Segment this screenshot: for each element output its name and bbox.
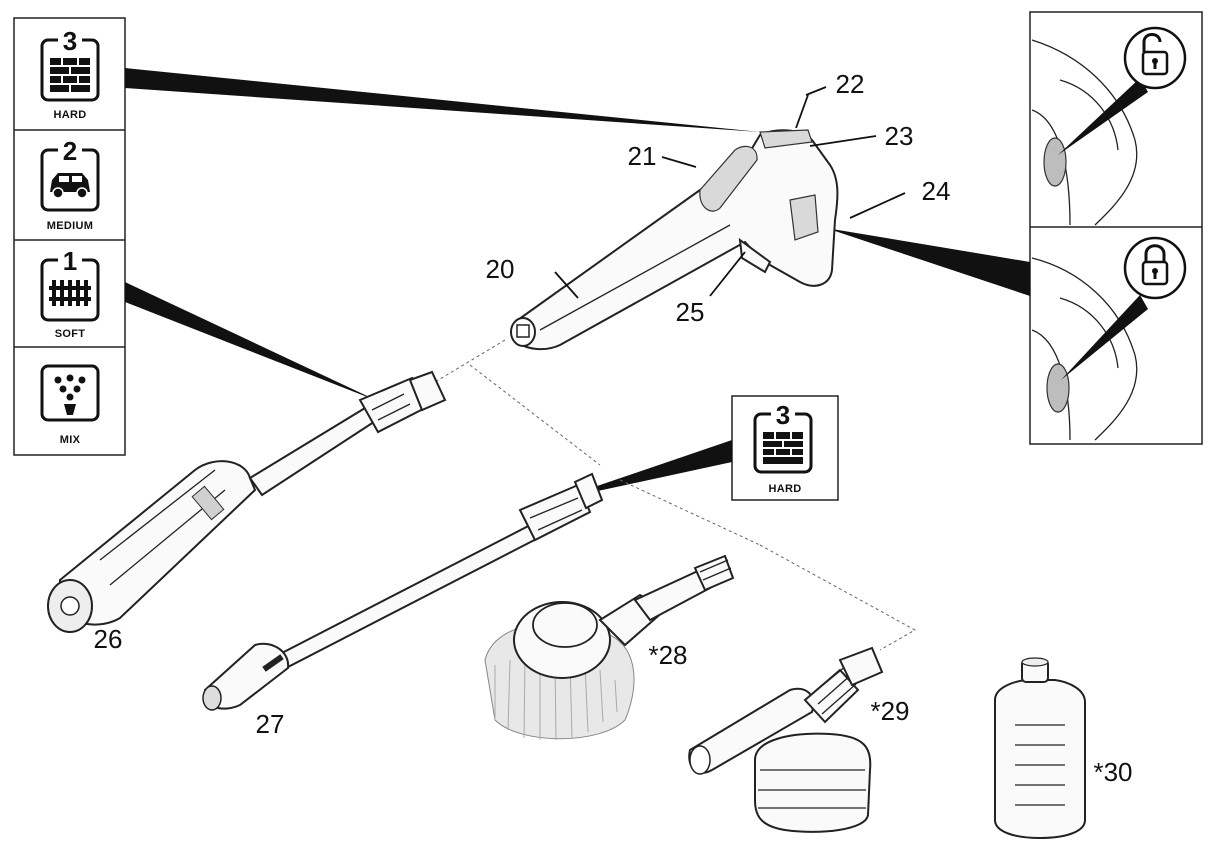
- mode-soft: 1 SOFT: [40, 246, 100, 340]
- vario-power-lance: [47, 370, 447, 633]
- mode-medium: 2 MEDIUM: [40, 136, 100, 232]
- hard-callout-pointer: [556, 440, 732, 500]
- padlock-unlocked-icon: [1141, 33, 1169, 76]
- brick-wall-icon: [50, 58, 90, 92]
- brick-wall-icon: [763, 432, 803, 464]
- mode-hard-number: 3: [63, 26, 77, 56]
- mode-hard: 3 HARD: [40, 26, 100, 121]
- lock-view-locked: [1031, 236, 1187, 441]
- mode-medium-number: 2: [63, 136, 77, 166]
- fence-icon: [49, 280, 91, 306]
- padlock-locked-icon: [1141, 244, 1169, 286]
- label-part-24: 24: [922, 176, 951, 206]
- assembly-line-29: [759, 544, 917, 651]
- label-part-30: *30: [1093, 757, 1132, 787]
- label-part-22: 22: [836, 69, 865, 99]
- jet-lance: [202, 472, 604, 711]
- label-part-21: 21: [628, 141, 657, 171]
- rotary-wash-brush: [484, 554, 735, 741]
- mode-soft-label: SOFT: [55, 328, 86, 340]
- lock-pointer: [826, 228, 1030, 296]
- label-part-26: 26: [94, 624, 123, 654]
- mode-soft-number: 1: [63, 246, 77, 276]
- hard-pointer: [125, 68, 760, 132]
- foam-nozzle: [688, 646, 884, 833]
- detergent-bottle: [994, 657, 1086, 840]
- spray-mode-panel: 3 HARD 2: [13, 17, 126, 456]
- label-part-29: *29: [870, 696, 909, 726]
- trigger-lock-panel: [1029, 11, 1203, 445]
- mode-mix-label: MIX: [60, 434, 81, 446]
- mode-mix: MIX: [40, 364, 100, 446]
- hard-callout-label: HARD: [769, 483, 802, 495]
- label-part-27: 27: [256, 709, 285, 739]
- label-part-23: 23: [885, 121, 914, 151]
- car-icon: [50, 173, 90, 199]
- leader-lines: [554, 86, 906, 299]
- soft-pointer: [125, 282, 380, 402]
- hard-callout-number: 3: [776, 400, 790, 430]
- mode-medium-label: MEDIUM: [47, 220, 93, 232]
- mode-hard-label: HARD: [54, 109, 87, 121]
- label-part-28: *28: [648, 640, 687, 670]
- spray-mix-icon: [54, 374, 86, 415]
- label-part-20: 20: [486, 254, 515, 284]
- assembly-line-27: [469, 364, 601, 466]
- hard-callout-box: 3 HARD: [731, 395, 839, 501]
- assembly-line-28: [619, 479, 761, 546]
- assembly-line-26: [429, 339, 506, 386]
- lock-view-unlocked: [1031, 26, 1187, 226]
- spray-gun: [510, 129, 839, 351]
- label-part-25: 25: [676, 297, 705, 327]
